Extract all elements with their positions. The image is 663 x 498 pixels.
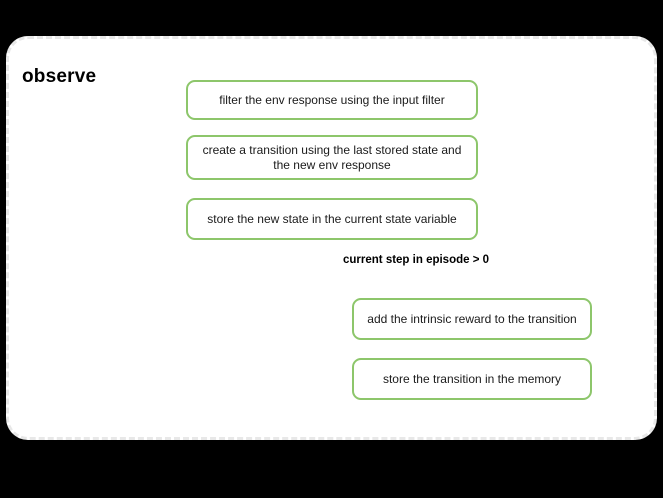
node-add-intrinsic-reward[interactable]: add the intrinsic reward to the transiti…	[352, 298, 592, 340]
node-store-transition-memory[interactable]: store the transition in the memory	[352, 358, 592, 400]
node-filter-env-response[interactable]: filter the env response using the input …	[186, 80, 478, 120]
node-store-new-state[interactable]: store the new state in the current state…	[186, 198, 478, 240]
branch-condition-label: current step in episode > 0	[343, 254, 490, 266]
page-title: observe	[22, 66, 97, 87]
node-create-transition[interactable]: create a transition using the last store…	[186, 135, 478, 180]
